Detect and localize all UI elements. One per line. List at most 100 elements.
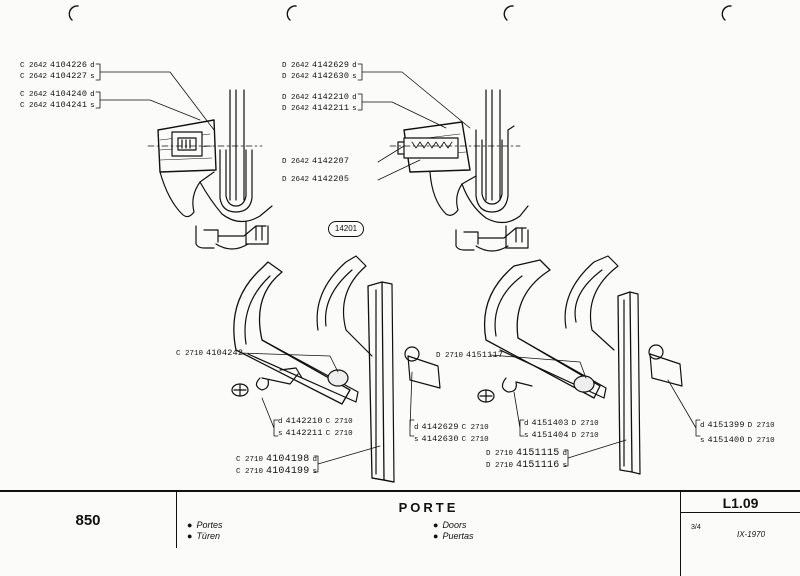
sheet-number: L1.09 [681,492,800,513]
binder-hole-marks [68,5,732,21]
ref-side: d [278,418,283,426]
ref-side: d [352,94,357,102]
ref-group: D 2642 [282,176,310,184]
ref-side: s [352,105,357,113]
cross-section-front-hinge [147,89,273,250]
part-number: 4151404 [531,430,569,440]
ref-side: s [90,102,95,110]
label-german: ●Türen [187,531,220,542]
exploded-view-drawing [68,5,732,483]
part-number: 4104226 [50,60,88,70]
ref-group: C 2710 [236,456,264,464]
ref-side: d [312,456,317,464]
ref-side: d [562,450,567,458]
ref-side: d [352,62,357,70]
part-number: 4151116 [516,460,560,471]
label-english: ●Doors [433,520,466,531]
ref-group: C 2710 [325,430,353,438]
bullet-icon: ● [187,520,193,530]
part-number: 4151117 [466,350,504,360]
ref-group: D 2642 [282,158,310,166]
drawing-number-badge: 14201 [328,221,364,237]
ref-side: s [700,437,705,445]
part-number: 4104241 [50,100,88,110]
part-number: 4151403 [531,418,569,428]
ref-side: s [562,462,567,470]
ref-group: C 2710 [236,468,264,476]
ref-group: C 2642 [20,102,48,110]
ref-side: s [312,468,317,476]
label-text: Türen [196,531,220,541]
ref-group: D 2642 [282,73,310,81]
label-italian: ●Portes [187,520,222,531]
ref-group: D 2710 [747,437,775,445]
part-number: 4142207 [312,156,350,166]
ref-side: s [352,73,357,81]
ref-side: d [90,91,95,99]
front-door-window-frame [231,255,441,483]
section-title: PORTE [398,500,459,515]
part-number: 4142629 [312,60,350,70]
part-number: 4142210 [285,416,323,426]
ref-side: s [90,73,95,81]
issue-date: IX-1970 [737,530,766,539]
ref-group: C 2642 [20,91,48,99]
ref-group: D 2710 [436,352,464,360]
bullet-icon: ● [433,520,439,530]
part-number: 4151115 [516,448,560,459]
ref-side: d [90,62,95,70]
part-number: 4142210 [312,92,350,102]
ref-group: D 2710 [486,462,514,470]
page-number: 3/4 [691,524,701,531]
ref-group: D 2642 [282,105,310,113]
part-number: 4142211 [285,428,323,438]
ref-group: C 2710 [461,424,489,432]
ref-group: D 2642 [282,62,310,70]
ref-group: C 2710 [176,350,204,358]
ref-group: D 2710 [747,422,775,430]
part-number: 4142211 [312,103,350,113]
section-title-cell: PORTE ●Portes ●Türen ●Doors ●Puertas [177,492,681,576]
ref-group: C 2642 [20,73,48,81]
label-text: Portes [196,520,223,530]
ref-group: C 2710 [325,418,353,426]
callout-leaders [95,63,701,473]
part-number: 4104240 [50,89,88,99]
ref-group: C 2710 [461,436,489,444]
ref-side: d [414,424,419,432]
label-text: Doors [442,520,467,530]
label-spanish: ●Puertas [433,531,473,542]
part-number: 4104227 [50,71,88,81]
ref-group: D 2642 [282,94,310,102]
ref-side: s [414,436,419,444]
part-number: 4142205 [312,174,350,184]
rear-door-window-frame [477,255,683,475]
part-number: 4104198 [266,454,310,465]
ref-side: d [524,420,529,428]
part-number: 4142630 [421,434,459,444]
part-number: 4104242 [206,348,244,358]
ref-group: C 2642 [20,62,48,70]
